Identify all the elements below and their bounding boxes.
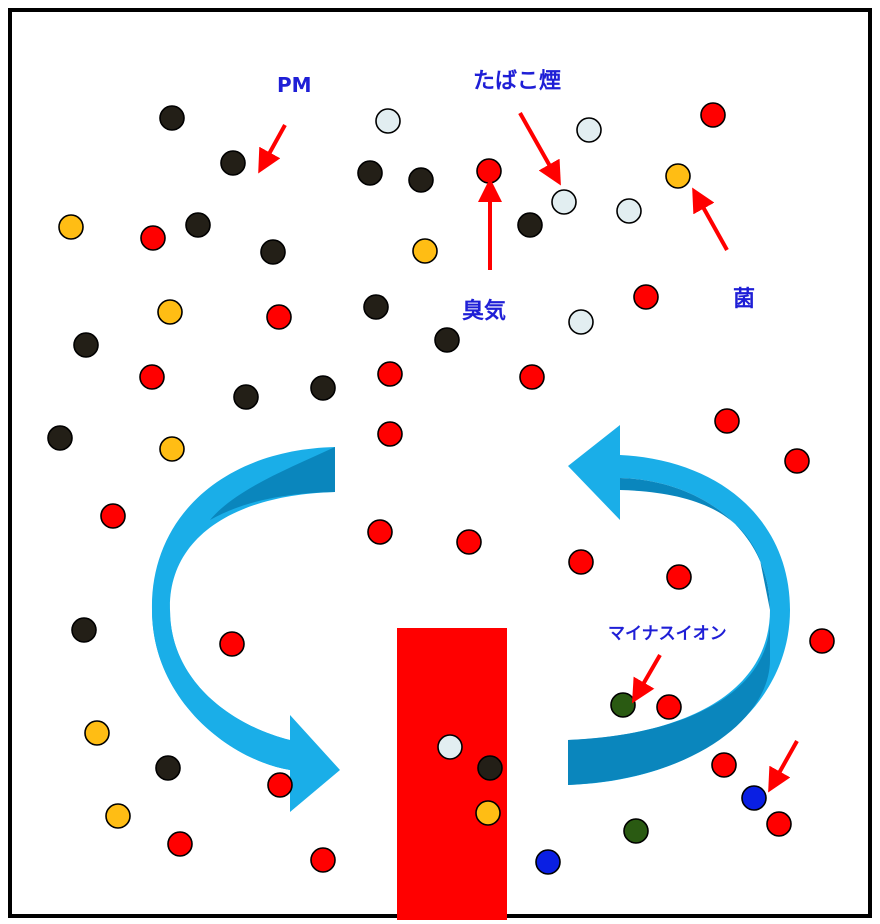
blue-ion-particle: [535, 849, 561, 875]
odor-particle: [766, 811, 792, 837]
odor-particle: [700, 102, 726, 128]
odor-particle: [377, 361, 403, 387]
pm-particle: [357, 160, 383, 186]
odor-particle: [519, 364, 545, 390]
smoke-particle: [551, 189, 577, 215]
odor-particle: [476, 158, 502, 184]
bacteria-particle: [157, 299, 183, 325]
odor-particle: [456, 529, 482, 555]
label-pm: PM: [277, 73, 312, 97]
bacteria-particle: [412, 238, 438, 264]
negative-ion-particle: [610, 692, 636, 718]
pm-particle: [185, 212, 211, 238]
odor-particle: [140, 225, 166, 251]
odor-particle: [100, 503, 126, 529]
label-smoke: たばこ煙: [473, 69, 561, 94]
pm-particle: [220, 150, 246, 176]
odor-particle: [656, 694, 682, 720]
pm-particle: [71, 617, 97, 643]
bacteria-particle: [475, 800, 501, 826]
negative-ion-particle: [623, 818, 649, 844]
bacteria-particle: [665, 163, 691, 189]
pointer-arrows: [258, 112, 799, 793]
bacteria-particle: [58, 214, 84, 240]
pm-particle: [260, 239, 286, 265]
odor-particle: [633, 284, 659, 310]
label-odor: 臭気: [462, 298, 506, 324]
pm-particle: [363, 294, 389, 320]
odor-particle: [784, 448, 810, 474]
odor-particle: [568, 549, 594, 575]
smoke-particle: [616, 198, 642, 224]
pm-particle: [233, 384, 259, 410]
blue-ion-pointer-arrow: [768, 740, 799, 793]
pm-particle: [159, 105, 185, 131]
odor-particle: [711, 752, 737, 778]
pm-particle: [408, 167, 434, 193]
pm-pointer-arrow: [258, 124, 287, 174]
label-negative-ion: マイナスイオン: [608, 624, 727, 644]
smoke-particle: [437, 734, 463, 760]
odor-particle: [809, 628, 835, 654]
odor-particle: [266, 304, 292, 330]
odor-particle: [139, 364, 165, 390]
smoke-pointer-arrow: [518, 112, 561, 186]
negative-ion-pointer-arrow: [631, 653, 662, 704]
left-airflow-arrow-icon: [151, 447, 340, 812]
pm-particle: [517, 212, 543, 238]
smoke-particle: [576, 117, 602, 143]
smoke-particle: [375, 108, 401, 134]
particle-layer: [47, 102, 835, 875]
bacteria-particle: [159, 436, 185, 462]
odor-particle: [666, 564, 692, 590]
odor-particle: [219, 631, 245, 657]
bacteria-particle: [84, 720, 110, 746]
label-bacteria: 菌: [733, 287, 755, 312]
odor-particle: [167, 831, 193, 857]
pm-particle: [434, 327, 460, 353]
odor-particle: [377, 421, 403, 447]
bacteria-particle: [105, 803, 131, 829]
odor-particle: [310, 847, 336, 873]
right-airflow-arrow-icon: [568, 425, 790, 785]
smoke-particle: [568, 309, 594, 335]
odor-particle: [714, 408, 740, 434]
odor-particle: [267, 772, 293, 798]
pm-particle: [155, 755, 181, 781]
pm-particle: [73, 332, 99, 358]
bacteria-pointer-arrow: [692, 187, 729, 251]
pm-particle: [310, 375, 336, 401]
blue-ion-particle: [741, 785, 767, 811]
pm-particle: [477, 755, 503, 781]
pm-particle: [47, 425, 73, 451]
odor-particle: [367, 519, 393, 545]
